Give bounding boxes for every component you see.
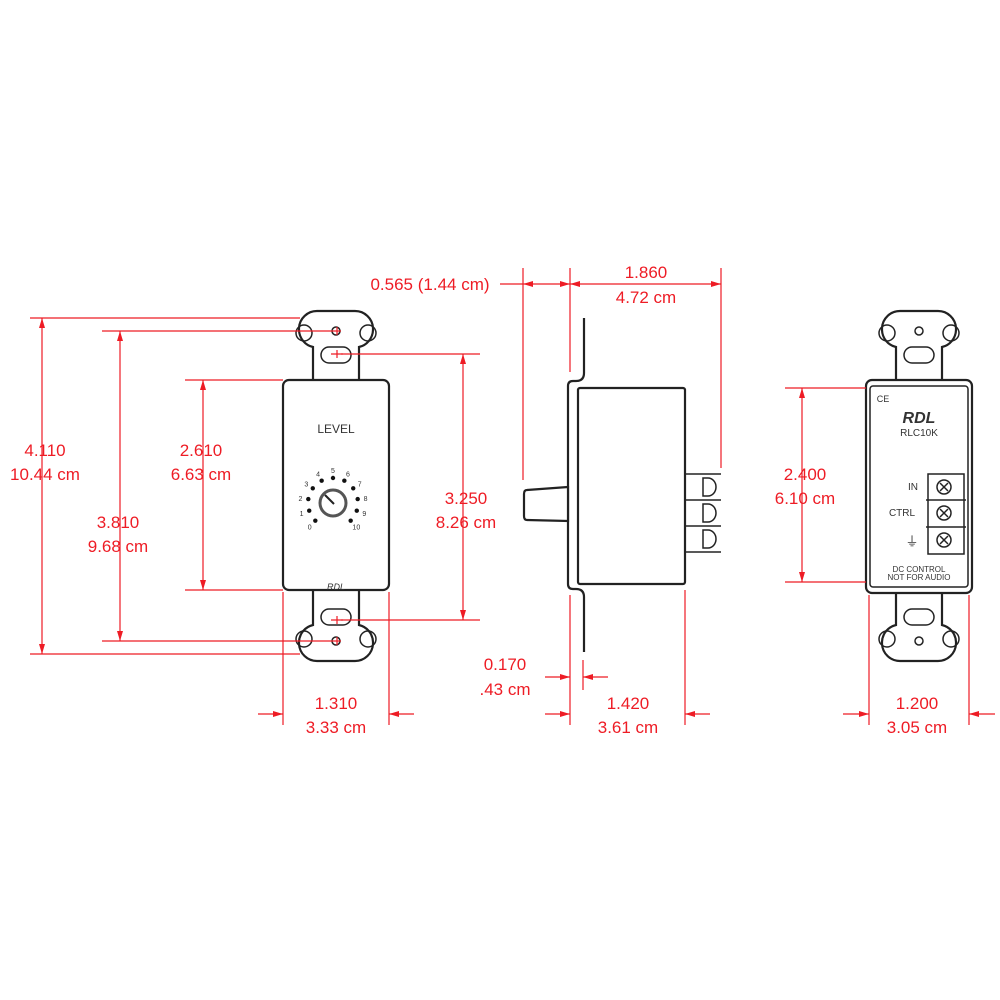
dim-body-depth-cm: 3.61 cm <box>598 718 658 737</box>
dial-number: 9 <box>362 511 366 518</box>
note-line2: NOT FOR AUDIO <box>888 573 951 582</box>
knob-shaft <box>522 485 570 523</box>
arrowhead <box>685 711 695 717</box>
dim-rear-width-cm: 3.05 cm <box>887 718 947 737</box>
dial-number: 6 <box>346 472 350 479</box>
dim-knob-projection: 0.565 (1.44 cm) <box>370 275 489 294</box>
dial-dot <box>330 475 336 481</box>
arrowhead <box>560 711 570 717</box>
dial-number: 10 <box>352 524 360 531</box>
dim-front-width-cm: 3.33 cm <box>306 718 366 737</box>
arrowhead <box>799 572 805 582</box>
screw-icon <box>936 532 952 548</box>
dial-number: 4 <box>316 472 320 479</box>
arrowhead <box>460 610 466 620</box>
terminal-label-in: IN <box>908 482 918 493</box>
arrowhead <box>570 281 580 287</box>
arrowhead <box>711 281 721 287</box>
side-body <box>576 386 687 586</box>
dial-number: 3 <box>304 482 308 489</box>
side-terminals <box>685 473 721 553</box>
arrowhead <box>39 318 45 328</box>
dial-dot <box>310 486 315 491</box>
arrowhead <box>969 711 979 717</box>
dim-front-height-in: 2.610 <box>180 441 223 460</box>
dial-number: 0 <box>308 524 312 531</box>
dial-dot <box>348 518 353 523</box>
arrowhead <box>117 631 123 641</box>
arrowhead <box>39 644 45 654</box>
dial-dot <box>354 508 359 513</box>
rear-panel <box>864 378 974 595</box>
dim-overall-height-cm: 10.44 cm <box>10 465 80 484</box>
arrowhead <box>273 711 283 717</box>
dim-rear-width-in: 1.200 <box>896 694 939 713</box>
dim-slot-spacing-cm: 8.26 cm <box>436 513 496 532</box>
level-label: LEVEL <box>317 422 355 436</box>
dim-flange-offset-in: 0.170 <box>484 655 527 674</box>
terminal-block <box>926 473 966 555</box>
arrowhead <box>859 711 869 717</box>
arrowhead <box>583 674 593 680</box>
dial-number: 2 <box>298 496 302 503</box>
dial-dot <box>319 478 324 483</box>
dim-front-height-cm: 6.63 cm <box>171 465 231 484</box>
arrowhead <box>389 711 399 717</box>
dimension-lines <box>30 268 995 725</box>
knob-pointer <box>324 494 335 505</box>
arrowhead <box>523 281 533 287</box>
dim-front-width-in: 1.310 <box>315 694 358 713</box>
arrowhead <box>560 674 570 680</box>
dial-number: 8 <box>364 496 368 503</box>
dial-number: 5 <box>331 468 335 475</box>
front-brand-logo: RDL <box>327 582 345 592</box>
dial-dot <box>351 486 356 491</box>
dim-overall-depth-in: 1.860 <box>625 263 668 282</box>
arrowhead <box>117 331 123 341</box>
front-panel <box>281 378 391 592</box>
screw-icon <box>936 479 952 495</box>
dim-overall-height-in: 4.110 <box>24 441 65 460</box>
dim-body-depth-in: 1.420 <box>607 694 650 713</box>
dimension-labels: 4.110 10.44 cm 3.810 9.68 cm 2.610 6.63 … <box>10 263 947 737</box>
arrowhead <box>560 281 570 287</box>
rear-view: CE RDL RLC10K IN CTRL ⏚ DC CONTROL NOT F… <box>864 309 974 663</box>
rear-brand-logo: RDL <box>903 410 936 427</box>
note-line1: DC CONTROL <box>893 565 946 574</box>
model-number: RLC10K <box>900 428 938 439</box>
ground-icon: ⏚ <box>905 534 918 549</box>
arrowhead <box>200 380 206 390</box>
dim-slot-spacing-in: 3.250 <box>445 489 488 508</box>
dial-dot <box>355 496 360 502</box>
ce-mark: CE <box>877 394 890 404</box>
arrowhead <box>200 580 206 590</box>
dim-mount-spacing-in: 3.810 <box>97 513 140 532</box>
dial-number: 1 <box>300 511 304 518</box>
screw-icon <box>936 505 952 521</box>
dial-number: 7 <box>358 482 362 489</box>
dim-rear-height-cm: 6.10 cm <box>775 489 835 508</box>
dial-dot <box>307 508 312 513</box>
dim-overall-depth-cm: 4.72 cm <box>616 288 676 307</box>
dial-dot <box>306 496 311 502</box>
arrowhead <box>460 354 466 364</box>
dim-rear-height-in: 2.400 <box>784 465 827 484</box>
dial-dot <box>313 518 318 523</box>
dial-dot <box>342 478 347 483</box>
terminal-label-ctrl: CTRL <box>889 508 916 519</box>
arrowhead <box>799 388 805 398</box>
dim-mount-spacing-cm: 9.68 cm <box>88 537 148 556</box>
dim-flange-offset-cm: .43 cm <box>479 680 530 699</box>
side-view <box>522 318 721 652</box>
